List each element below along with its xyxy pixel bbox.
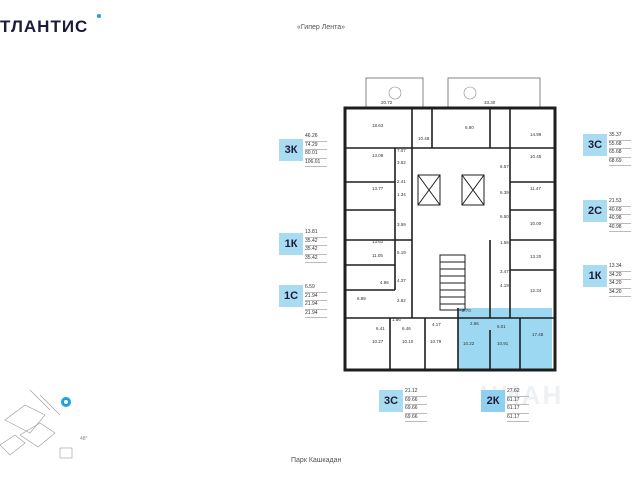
svg-text:2.70: 2.70: [462, 308, 471, 313]
selected-unit-2k[interactable]: [458, 308, 552, 370]
balcony-table-icon: [388, 86, 402, 100]
interior-walls: [345, 108, 555, 370]
balcony-left: [365, 77, 424, 109]
elevator-right: [461, 174, 485, 206]
svg-text:6.89: 6.89: [357, 296, 366, 301]
balcony-table-icon: [463, 86, 477, 100]
svg-text:5.19: 5.19: [397, 250, 406, 255]
unit-badge-1k-right[interactable]: 1К: [583, 265, 607, 287]
svg-text:11.47: 11.47: [530, 186, 541, 191]
unit-badge-1k-left[interactable]: 1К: [279, 233, 303, 255]
svg-text:10.48: 10.48: [418, 136, 430, 141]
unit-badge-3c-bottom[interactable]: 3С: [379, 390, 403, 412]
building-core: [417, 174, 485, 311]
site-building-c: [0, 434, 26, 456]
svg-text:13.77: 13.77: [372, 186, 384, 191]
unit-badge-1c[interactable]: 1С: [279, 285, 303, 307]
svg-text:4.19: 4.19: [500, 283, 509, 288]
room-labels: 20.72 33.30 18.63 10.48 6.90 14.99 13.08…: [357, 100, 544, 346]
svg-text:4.17: 4.17: [432, 322, 441, 327]
svg-text:2.66: 2.66: [470, 321, 479, 326]
svg-text:10.22: 10.22: [463, 341, 475, 346]
svg-text:6.46: 6.46: [402, 326, 411, 331]
elevator-left: [417, 174, 441, 206]
svg-text:13.20: 13.20: [530, 254, 542, 259]
unit-badge-3c-right[interactable]: 3С: [583, 134, 607, 156]
svg-text:1.34: 1.34: [397, 192, 406, 197]
svg-text:33.30: 33.30: [484, 100, 496, 105]
svg-text:4.37: 4.37: [397, 278, 406, 283]
unit-badge-2c[interactable]: 2С: [583, 200, 607, 222]
svg-text:11.05: 11.05: [372, 253, 383, 258]
brand-logo-text: ТЛАНТИС: [0, 17, 89, 36]
unit-badge-2k[interactable]: 2К: [481, 390, 505, 412]
svg-text:2.82: 2.82: [397, 298, 406, 303]
svg-text:6.50: 6.50: [500, 214, 509, 219]
svg-text:2.41: 2.41: [397, 179, 406, 184]
svg-text:1.56: 1.56: [500, 240, 509, 245]
svg-text:6.39: 6.39: [500, 190, 509, 195]
svg-text:10.91: 10.91: [497, 341, 509, 346]
svg-text:10.45: 10.45: [530, 154, 542, 159]
svg-text:18.63: 18.63: [372, 123, 384, 128]
svg-text:6.01: 6.01: [497, 324, 506, 329]
park-label-bottom: Парк Кашкадан: [291, 457, 342, 464]
svg-text:13.61: 13.61: [372, 239, 384, 244]
svg-text:10.27: 10.27: [372, 339, 384, 344]
site-map: 48°: [0, 389, 88, 459]
brand-logo: ТЛАНТИС: [0, 17, 88, 37]
site-road: [39, 394, 61, 416]
logo-dot-icon: [97, 14, 101, 18]
svg-text:3.47: 3.47: [500, 269, 509, 274]
svg-text:6.57: 6.57: [500, 164, 509, 169]
svg-text:12.34: 12.34: [530, 288, 542, 293]
svg-text:3.52: 3.52: [397, 160, 406, 165]
outer-walls: [343, 106, 557, 372]
svg-text:4.96: 4.96: [380, 280, 389, 285]
street-label-top: «Гипер Лента»: [297, 24, 345, 31]
svg-text:7.07: 7.07: [397, 148, 406, 153]
svg-text:6.90: 6.90: [465, 125, 474, 130]
site-building-a: [4, 404, 46, 434]
svg-text:3.59: 3.59: [397, 222, 406, 227]
site-building-b: [19, 422, 56, 448]
svg-text:10.79: 10.79: [430, 339, 442, 344]
svg-text:13.08: 13.08: [372, 153, 384, 158]
svg-text:10.00: 10.00: [530, 221, 542, 226]
svg-text:14.99: 14.99: [530, 132, 542, 137]
svg-text:6.41: 6.41: [376, 326, 385, 331]
svg-text:10.10: 10.10: [402, 339, 414, 344]
svg-text:17.48: 17.48: [532, 332, 544, 337]
site-marker: [59, 447, 73, 459]
svg-text:20.72: 20.72: [381, 100, 393, 105]
svg-text:1.86: 1.86: [392, 317, 401, 322]
compass-degrees: 48°: [80, 436, 88, 442]
unit-badge-3k[interactable]: 3К: [279, 139, 303, 161]
